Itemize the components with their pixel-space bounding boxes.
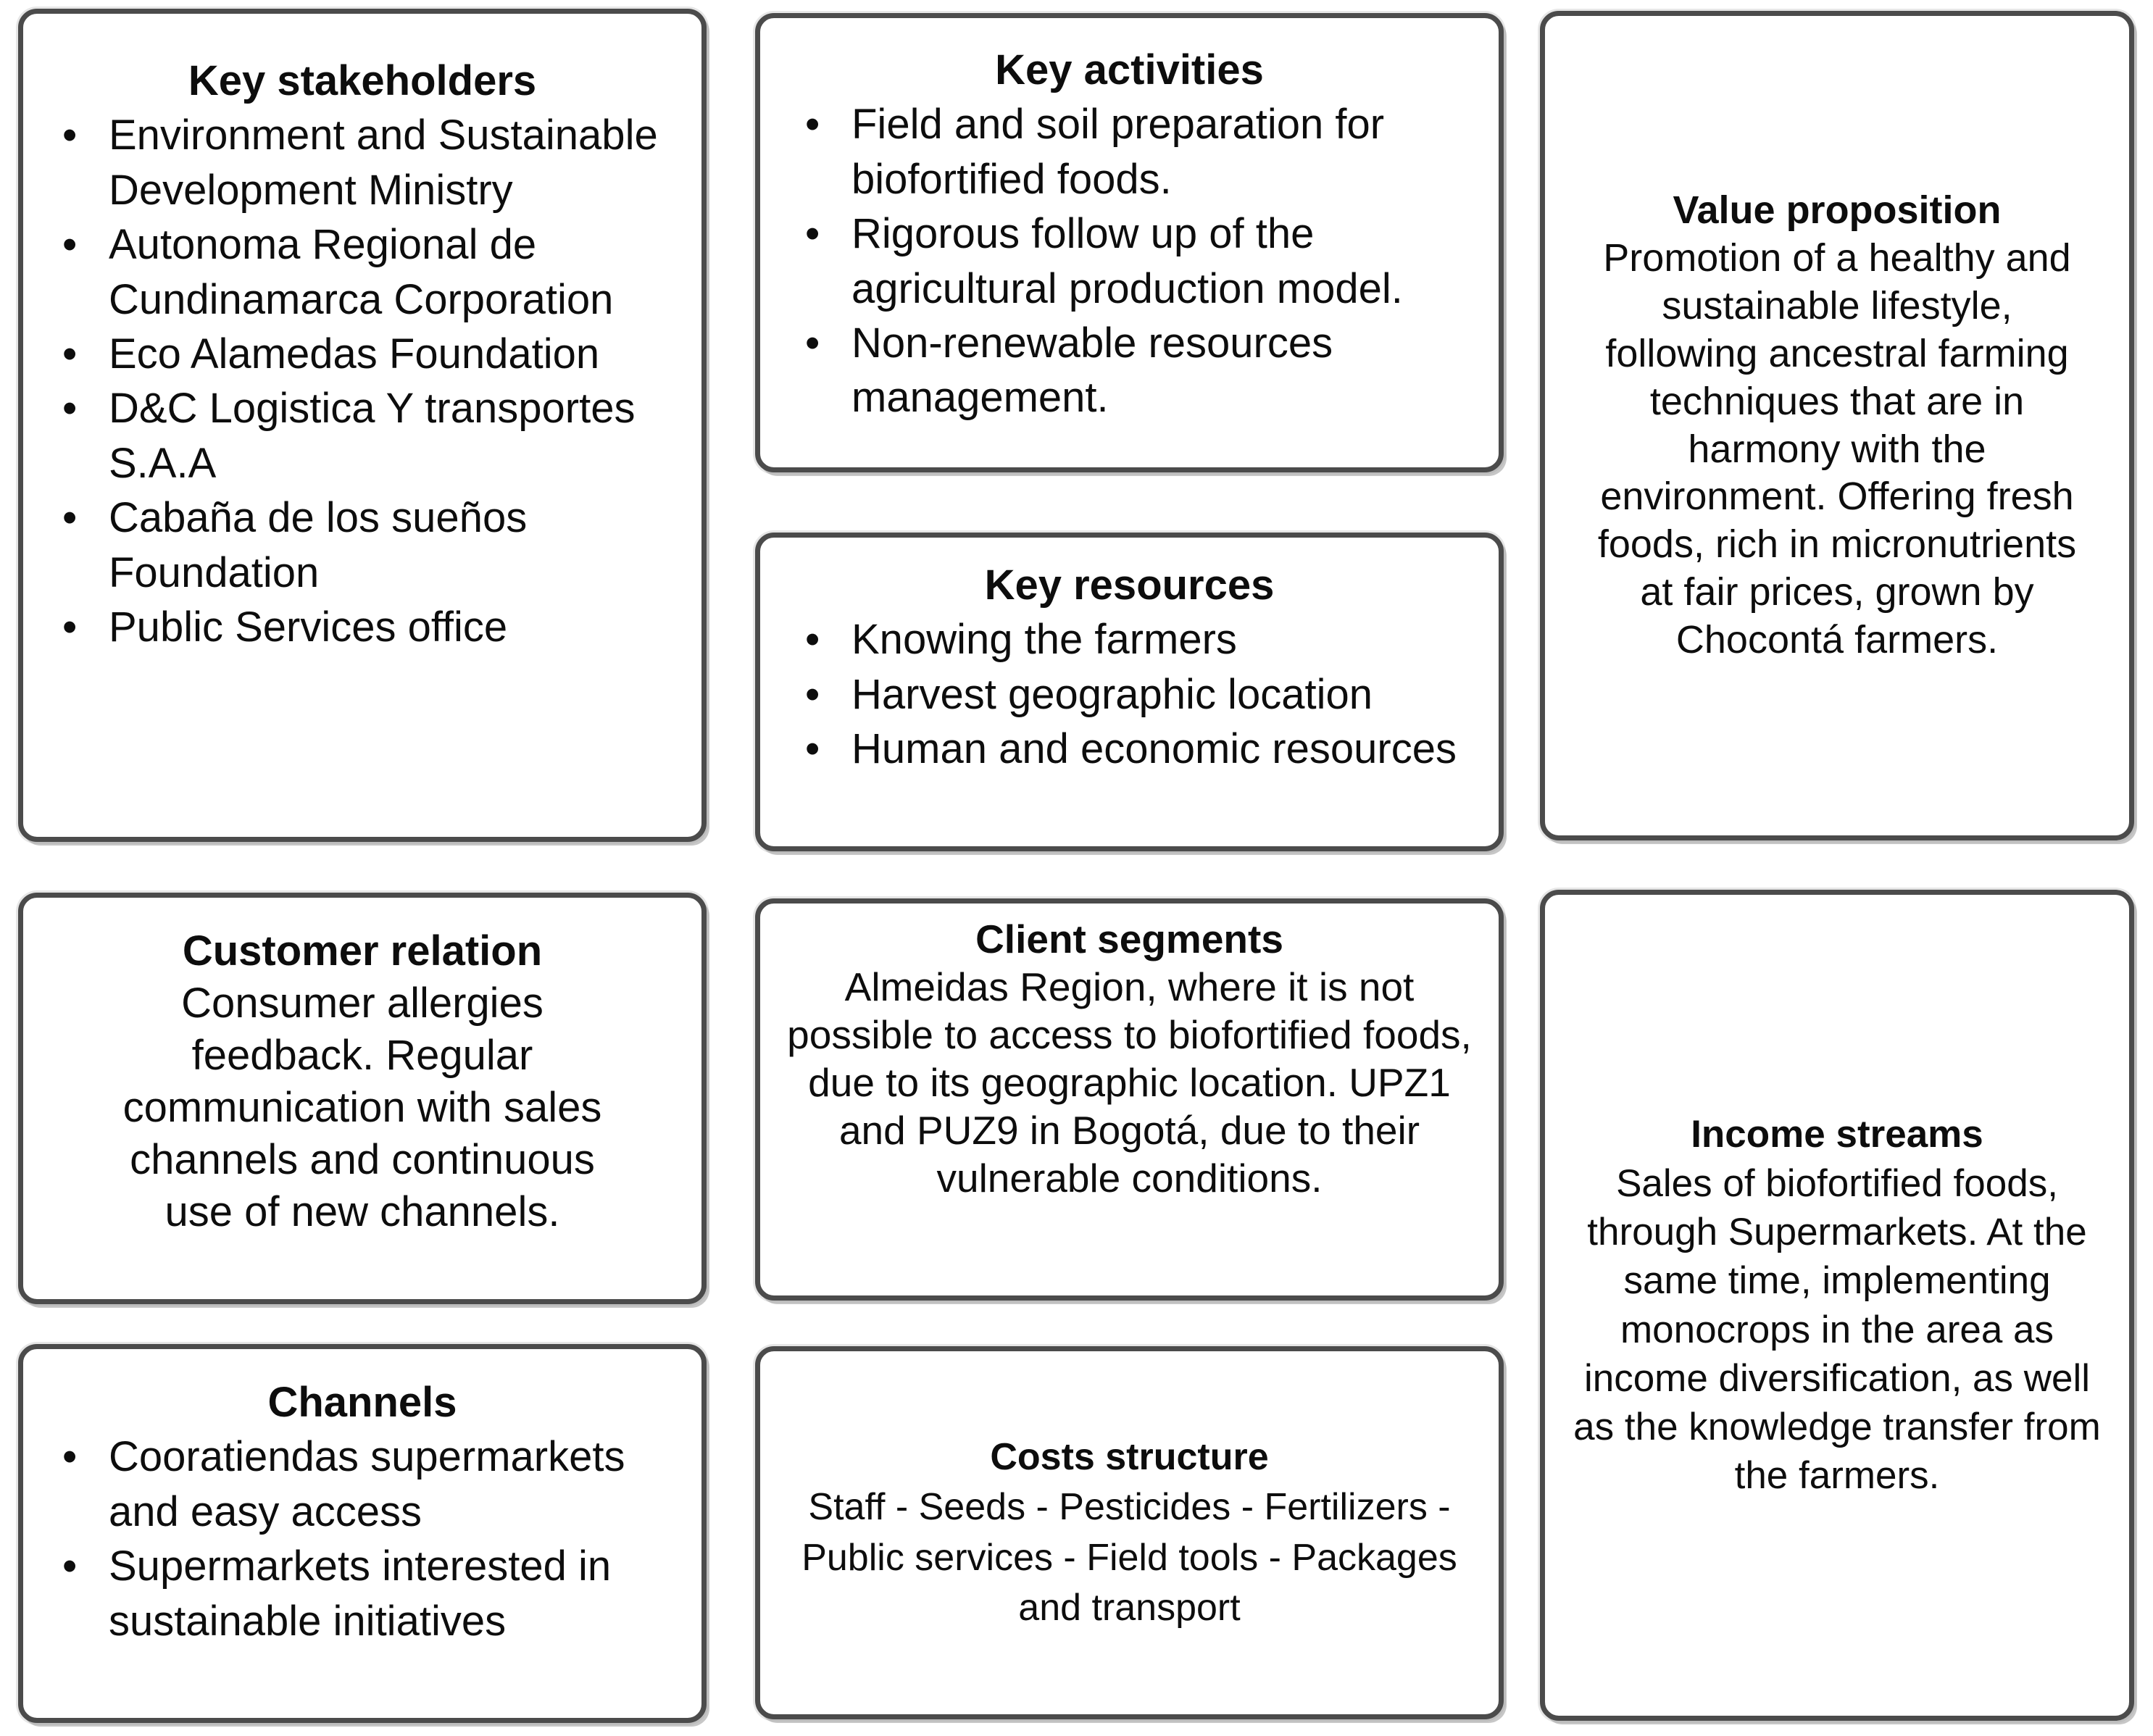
list-item: Human and economic resources	[795, 722, 1473, 777]
list-item: Harvest geographic location	[795, 667, 1473, 722]
key-stakeholders-box: Key stakeholders Environment and Sustain…	[18, 9, 707, 842]
list-item: Non-renewable resources management.	[795, 316, 1473, 425]
key-resources-list: Knowing the farmersHarvest geographic lo…	[779, 612, 1480, 777]
list-item: Knowing the farmers	[795, 612, 1473, 667]
channels-list: Cooratiendas supermarkets and easy acces…	[36, 1430, 688, 1648]
key-resources-title: Key resources	[984, 562, 1275, 609]
client-segments-box: Client segments Almeidas Region, where i…	[755, 898, 1504, 1301]
key-stakeholders-title: Key stakeholders	[188, 57, 537, 104]
list-item: Autonoma Regional de Cundinamarca Corpor…	[52, 217, 681, 327]
list-item: Cabaña de los sueños Foundation	[52, 491, 681, 600]
list-item: Rigorous follow up of the agricultural p…	[795, 206, 1473, 316]
income-streams-box: Income streams Sales of biofortified foo…	[1540, 890, 2134, 1721]
customer-relation-box: Customer relation Consumer allergies fee…	[18, 893, 707, 1304]
client-segments-body: Almeidas Region, where it is not possibl…	[787, 964, 1472, 1201]
channels-title: Channels	[267, 1379, 457, 1426]
value-proposition-title: Value proposition	[1673, 188, 2002, 233]
costs-structure-body: Staff - Seeds - Pesticides - Fertilizers…	[801, 1486, 1457, 1629]
channels-box: Channels Cooratiendas supermarkets and e…	[18, 1344, 707, 1723]
value-proposition-body: Promotion of a healthy and sustainable l…	[1597, 236, 2077, 662]
key-stakeholders-list: Environment and Sustainable Development …	[36, 108, 688, 654]
customer-relation-title: Customer relation	[182, 927, 543, 975]
costs-structure-box: Costs structure Staff - Seeds - Pesticid…	[755, 1346, 1504, 1719]
list-item: Cooratiendas supermarkets and easy acces…	[52, 1430, 681, 1539]
list-item: Supermarkets interested in sustainable i…	[52, 1539, 681, 1648]
income-streams-body: Sales of biofortified foods, through Sup…	[1573, 1161, 2101, 1498]
key-activities-box: Key activities Field and soil preparatio…	[755, 13, 1504, 472]
client-segments-title: Client segments	[975, 917, 1283, 961]
list-item: D&C Logistica Y transportes S.A.A	[52, 381, 681, 491]
costs-structure-title: Costs structure	[990, 1436, 1269, 1479]
key-activities-list: Field and soil preparation for biofortif…	[779, 97, 1480, 425]
list-item: Public Services office	[52, 600, 681, 655]
list-item: Field and soil preparation for biofortif…	[795, 97, 1473, 206]
value-proposition-box: Value proposition Promotion of a healthy…	[1540, 11, 2134, 840]
customer-relation-body: Consumer allergies feedback. Regular com…	[122, 979, 602, 1235]
list-item: Environment and Sustainable Development …	[52, 108, 681, 217]
key-resources-box: Key resources Knowing the farmersHarvest…	[755, 533, 1504, 851]
list-item: Eco Alamedas Foundation	[52, 327, 681, 382]
income-streams-title: Income streams	[1691, 1113, 1983, 1156]
key-activities-title: Key activities	[995, 46, 1264, 93]
